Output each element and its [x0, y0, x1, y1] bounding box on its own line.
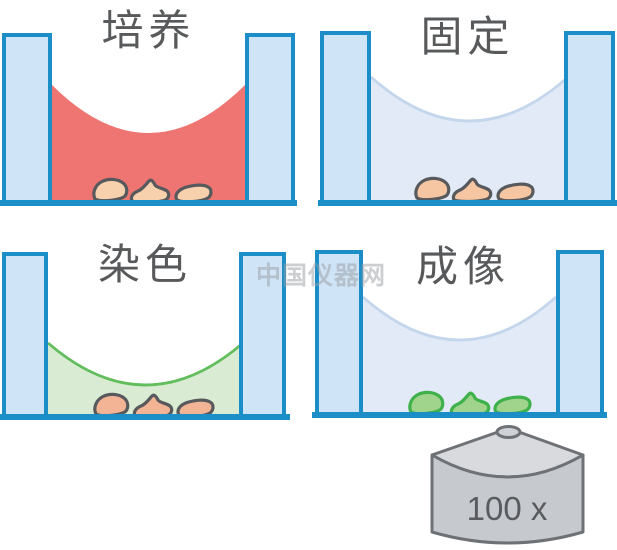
well-illustration-fixation: [318, 31, 617, 206]
cell-cluster: [451, 177, 493, 204]
well-wall: [2, 252, 48, 419]
liquid-culture: [52, 85, 245, 203]
cell-cluster: [493, 395, 532, 416]
well-illustration-staining: [0, 252, 290, 420]
panel-fixation: 固定: [318, 0, 617, 212]
well-illustration-culture: [0, 33, 297, 206]
well-wall: [320, 31, 371, 205]
well-illustration-imaging: 100 x: [312, 250, 607, 545]
panel-staining: 染色: [0, 241, 290, 425]
well-wall: [245, 33, 295, 205]
objective-body: [430, 453, 585, 545]
objective-lens: 100 x: [430, 425, 585, 545]
well-wall: [2, 33, 52, 205]
well-wall: [315, 250, 363, 417]
cell-cluster: [496, 182, 535, 203]
objective-front-lens-icon: [495, 425, 522, 439]
cell-cluster: [408, 390, 445, 416]
cell-cluster: [92, 177, 129, 203]
cell-cluster: [93, 392, 130, 418]
well-wall: [556, 250, 604, 417]
meniscus-edge: [47, 341, 244, 387]
meniscus-edge: [362, 295, 557, 342]
liquid-imaging: [363, 297, 556, 415]
well-wall: [564, 31, 615, 205]
liquid-staining: [48, 343, 243, 417]
liquid-fixation: [371, 77, 568, 203]
cell-cluster: [414, 176, 451, 202]
panel-imaging: 成像 100 x: [309, 242, 617, 550]
cell-cluster: [174, 183, 213, 204]
panel-culture: 培养: [0, 0, 297, 212]
meniscus-edge: [370, 75, 569, 123]
objective-magnification-label: 100 x: [467, 490, 548, 527]
well-wall: [239, 252, 286, 419]
